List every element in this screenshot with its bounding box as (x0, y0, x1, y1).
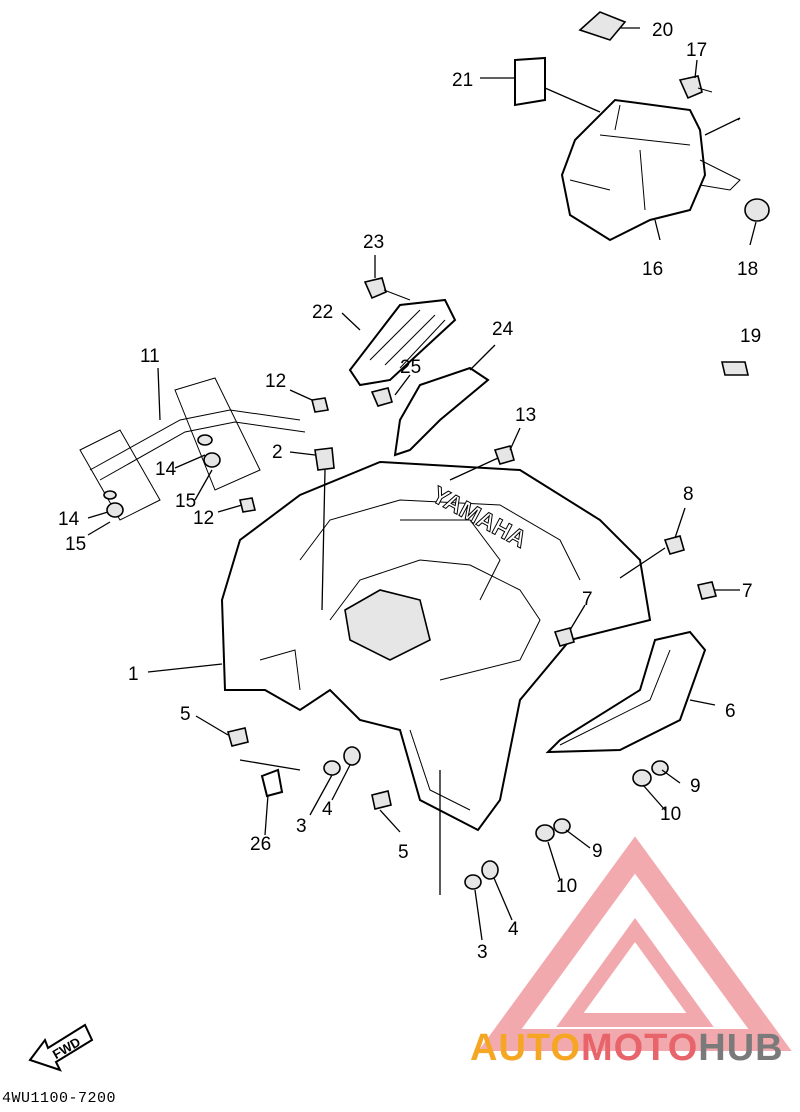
callout-19: 19 (740, 326, 761, 347)
callout-4b: 4 (508, 919, 519, 940)
callout-16: 16 (642, 259, 663, 280)
bolt-17 (678, 75, 713, 100)
callout-6: 6 (725, 701, 736, 722)
bolt-25 (370, 387, 393, 407)
callout-8: 8 (683, 484, 694, 505)
callout-1: 1 (128, 664, 139, 685)
callout-18: 18 (737, 259, 758, 280)
callout-7a: 7 (742, 581, 753, 602)
callout-4a: 4 (322, 799, 333, 820)
callout-15a: 15 (175, 491, 196, 512)
callout-17: 17 (686, 40, 707, 61)
part-19 (720, 361, 750, 376)
bracket-24 (393, 366, 490, 457)
callout-10b: 10 (556, 876, 577, 897)
nut-18 (744, 198, 770, 222)
callout-26: 26 (250, 834, 271, 855)
callout-7b: 7 (582, 589, 593, 610)
callout-24: 24 (492, 319, 514, 340)
fasteners-3-4-5 (227, 727, 499, 890)
callout-14a: 14 (155, 459, 177, 480)
reflector-6 (545, 630, 707, 754)
brand-moto: MOTO (580, 1027, 699, 1069)
callout-5a: 5 (180, 704, 191, 725)
callouts: 20 21 17 16 18 19 23 22 24 25 11 12 13 2… (58, 20, 761, 963)
nuts-9-10 (535, 760, 669, 842)
callout-9b: 9 (592, 841, 603, 862)
watermark-brand-text: AUTOMOTOHUB (470, 1027, 784, 1070)
callout-12a: 12 (265, 371, 286, 392)
callout-23: 23 (363, 232, 384, 253)
callout-14b: 14 (58, 509, 80, 530)
bolt-23 (363, 277, 411, 301)
rear-box (560, 98, 741, 242)
callout-3a: 3 (296, 816, 307, 837)
grille-22 (348, 298, 457, 387)
callout-3b: 3 (477, 942, 488, 963)
callout-2: 2 (272, 442, 283, 463)
bolts-7-8-13 (493, 445, 718, 647)
leader-lines (87, 27, 757, 941)
label-26 (260, 768, 284, 798)
rear-fender-1 (220, 460, 652, 832)
sticker-21 (514, 56, 546, 107)
brand-auto: AUTO (470, 1027, 581, 1069)
callout-13: 13 (515, 405, 536, 426)
fwd-arrow-icon: FWD (28, 1023, 94, 1072)
callout-15b: 15 (65, 534, 86, 555)
callout-21: 21 (452, 70, 473, 91)
callout-20: 20 (652, 20, 673, 41)
callout-12b: 12 (193, 508, 214, 529)
brand-hub: HUB (698, 1027, 784, 1069)
clip-20 (578, 11, 627, 41)
callout-11: 11 (140, 346, 160, 367)
hardware-12-15 (103, 397, 335, 518)
callout-25: 25 (400, 357, 421, 378)
watermark-logo (478, 836, 792, 1051)
callout-9a: 9 (690, 776, 701, 797)
callout-5b: 5 (398, 842, 409, 863)
callout-22: 22 (312, 302, 333, 323)
callout-10a: 10 (660, 804, 681, 825)
diagram-part-code: 4WU1100-7200 (2, 1090, 117, 1107)
